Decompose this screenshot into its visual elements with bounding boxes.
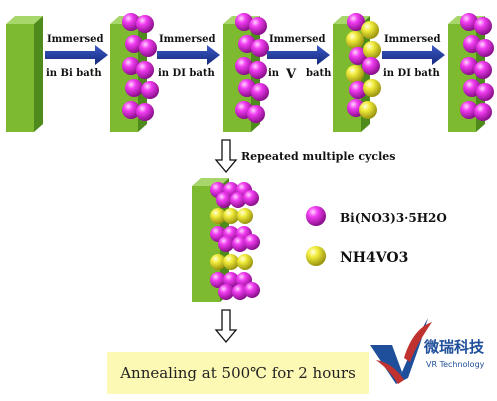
bi-spheres-stage-3	[235, 13, 269, 123]
annealing-box: Annealing at 500℃ for 2 hours	[107, 352, 369, 394]
legend-bi-swatch	[306, 206, 326, 226]
bi-spheres-stage-5	[460, 13, 494, 121]
step-4-label-line1: Immersed	[384, 34, 440, 45]
legend-v-swatch	[306, 246, 326, 266]
bi-spheres-stage-2	[122, 13, 159, 121]
step-2-label-line1: Immersed	[159, 34, 215, 45]
step-3-label-v: V	[285, 67, 297, 82]
step-3-label-bath: bath	[306, 68, 332, 79]
repeat-cycles-label: Repeated multiple cycles	[241, 150, 396, 163]
layered-spheres-final	[210, 182, 260, 300]
legend-v-label: NH4VO3	[340, 250, 408, 266]
right-arrow-icon	[157, 45, 220, 65]
step-3-label-in: in	[268, 68, 280, 79]
legend-bi-label: Bi(NO3)3·5H2O	[340, 211, 447, 225]
right-arrow-icon	[45, 45, 108, 65]
right-arrow-icon	[267, 45, 330, 65]
mixed-spheres-stage-4	[346, 13, 381, 119]
step-3-label-line1: Immersed	[269, 34, 325, 45]
vr-logo-icon	[370, 318, 432, 384]
right-arrow-icon	[382, 45, 445, 65]
step-4-label-line2: in DI bath	[383, 68, 440, 79]
logo-text-en: VR Technology	[426, 360, 485, 369]
down-arrow-icon	[214, 139, 238, 174]
substrate-1	[6, 16, 43, 132]
logo-text-cn: 微瑞科技	[423, 338, 485, 356]
step-1-label-line1: Immersed	[47, 34, 103, 45]
step-1-label-line2: in Bi bath	[46, 68, 102, 79]
annealing-label: Annealing at 500℃ for 2 hours	[120, 364, 356, 382]
down-arrow-icon	[214, 309, 238, 344]
step-2-label-line2: in DI bath	[158, 68, 215, 79]
